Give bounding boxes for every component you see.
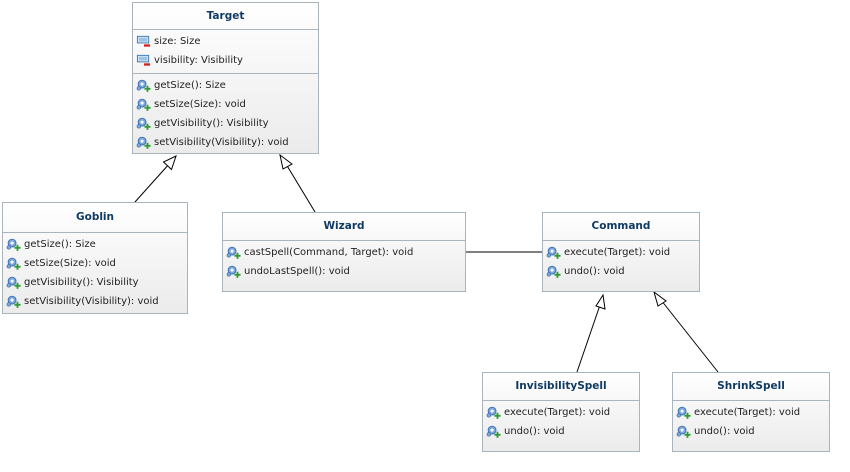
- invisibility-generalization-arrowhead: [595, 293, 606, 310]
- method-row[interactable]: setVisibility(Visibility): void: [133, 133, 318, 152]
- attribute-compartment: size: Size visibility: Visibility: [133, 30, 318, 74]
- method-label: undoLastSpell(): void: [244, 266, 350, 277]
- private-field-icon: [136, 34, 151, 49]
- public-method-icon: [136, 135, 151, 150]
- attribute-row[interactable]: size: Size: [133, 32, 318, 51]
- method-row[interactable]: undo(): void: [543, 262, 699, 281]
- public-method-icon: [6, 237, 21, 252]
- method-label: setSize(Size): void: [24, 258, 116, 269]
- wizard-generalization-line: [285, 163, 316, 213]
- class-command[interactable]: Command execute(Target): void undo(): voi…: [542, 212, 700, 292]
- public-method-icon: [486, 405, 501, 420]
- public-method-icon: [6, 294, 21, 309]
- method-label: getSize(): Size: [154, 80, 226, 91]
- class-invisibility-spell[interactable]: InvisibilitySpell execute(Target): void u…: [482, 372, 640, 452]
- public-method-icon: [136, 97, 151, 112]
- method-label: castSpell(Command, Target): void: [244, 247, 414, 258]
- method-label: getVisibility(): Visibility: [154, 118, 269, 129]
- public-method-icon: [136, 116, 151, 131]
- method-compartment: getSize(): Size setSize(Size): void getVis…: [3, 233, 187, 312]
- public-method-icon: [546, 245, 561, 260]
- invisibility-generalization-line: [576, 304, 601, 373]
- public-method-icon: [6, 275, 21, 290]
- method-row[interactable]: getSize(): Size: [133, 76, 318, 95]
- public-method-icon: [226, 245, 241, 260]
- class-name: Wizard: [223, 213, 465, 241]
- method-label: execute(Target): void: [564, 247, 671, 258]
- goblin-generalization-arrowhead: [162, 155, 177, 171]
- method-row[interactable]: getVisibility(): Visibility: [133, 114, 318, 133]
- method-row[interactable]: execute(Target): void: [483, 403, 639, 422]
- method-compartment: execute(Target): void undo(): void: [483, 401, 639, 442]
- method-compartment: execute(Target): void undo(): void: [543, 241, 699, 282]
- method-label: undo(): void: [504, 426, 565, 437]
- method-row[interactable]: setVisibility(Visibility): void: [3, 292, 187, 311]
- method-compartment: execute(Target): void undo(): void: [673, 401, 829, 442]
- public-method-icon: [226, 264, 241, 279]
- method-row[interactable]: undo(): void: [483, 422, 639, 441]
- method-row[interactable]: execute(Target): void: [543, 243, 699, 262]
- attribute-row[interactable]: visibility: Visibility: [133, 51, 318, 70]
- method-row[interactable]: setSize(Size): void: [133, 95, 318, 114]
- method-label: getSize(): Size: [24, 239, 96, 250]
- method-label: execute(Target): void: [694, 407, 801, 418]
- class-name: Target: [133, 3, 318, 30]
- method-row[interactable]: getSize(): Size: [3, 235, 187, 254]
- method-compartment: castSpell(Command, Target): void undoLast…: [223, 241, 465, 282]
- method-row[interactable]: getVisibility(): Visibility: [3, 273, 187, 292]
- class-goblin[interactable]: Goblin getSize(): Size setSize(Size): voi…: [2, 202, 188, 314]
- public-method-icon: [486, 424, 501, 439]
- class-shrink-spell[interactable]: ShrinkSpell execute(Target): void undo():…: [672, 372, 830, 452]
- public-method-icon: [546, 264, 561, 279]
- method-label: getVisibility(): Visibility: [24, 277, 139, 288]
- public-method-icon: [136, 78, 151, 93]
- wizard-generalization-arrowhead: [279, 153, 293, 170]
- class-name: Goblin: [3, 203, 187, 233]
- method-row[interactable]: undoLastSpell(): void: [223, 262, 465, 281]
- class-wizard[interactable]: Wizard castSpell(Command, Target): void u…: [222, 212, 466, 292]
- method-row[interactable]: castSpell(Command, Target): void: [223, 243, 465, 262]
- public-method-icon: [676, 405, 691, 420]
- goblin-generalization-line: [134, 162, 171, 203]
- method-label: setVisibility(Visibility): void: [24, 296, 159, 307]
- method-label: undo(): void: [564, 266, 625, 277]
- method-row[interactable]: undo(): void: [673, 422, 829, 441]
- method-label: setSize(Size): void: [154, 99, 246, 110]
- method-label: execute(Target): void: [504, 407, 611, 418]
- class-name: Command: [543, 213, 699, 241]
- class-name: ShrinkSpell: [673, 373, 829, 401]
- public-method-icon: [6, 256, 21, 271]
- method-compartment: getSize(): Size setSize(Size): void getVis…: [133, 74, 318, 153]
- attribute-label: visibility: Visibility: [154, 55, 243, 66]
- shrink-generalization-line: [660, 299, 719, 373]
- attribute-label: size: Size: [154, 36, 201, 47]
- shrink-generalization-arrowhead: [653, 290, 667, 307]
- class-name: InvisibilitySpell: [483, 373, 639, 401]
- method-row[interactable]: setSize(Size): void: [3, 254, 187, 273]
- method-row[interactable]: execute(Target): void: [673, 403, 829, 422]
- public-method-icon: [676, 424, 691, 439]
- method-label: undo(): void: [694, 426, 755, 437]
- private-field-icon: [136, 53, 151, 68]
- method-label: setVisibility(Visibility): void: [154, 137, 289, 148]
